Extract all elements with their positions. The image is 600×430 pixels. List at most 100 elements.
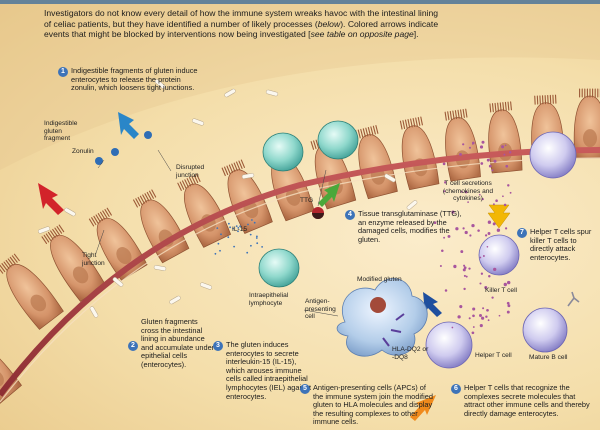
il15-dot [214, 252, 217, 255]
gluten-fragment [406, 200, 418, 210]
label-tight-junction: Tight junction [82, 252, 105, 267]
secretion-dot [463, 287, 466, 291]
secretion-dot [482, 255, 485, 257]
ttg-enzyme [312, 207, 324, 219]
label-antigen-presenting-cell: Antigen-presenting cell [305, 298, 336, 321]
label-ttg: TTG [300, 197, 314, 204]
secretion-dot [486, 308, 489, 312]
secretion-dot [472, 314, 475, 318]
intro-text-2: ). Colored arrows indicate events that m… [44, 18, 439, 40]
secretion-dot [487, 319, 490, 322]
il15-dot [237, 227, 240, 229]
secretion-dot [503, 203, 507, 207]
secretion-dot [507, 280, 511, 285]
secretion-dot [441, 249, 444, 253]
il15-dot [228, 222, 230, 225]
secretion-dot [481, 316, 485, 320]
secretion-dot [498, 314, 501, 317]
secretion-dot [479, 145, 484, 149]
gluten-fragment [153, 265, 167, 271]
secretion-dot [506, 310, 510, 314]
secretion-dot [477, 229, 480, 232]
secretion-dot [460, 190, 463, 193]
gluten-fragment [64, 207, 76, 217]
secretion-dot [472, 307, 476, 311]
secretion-dot [447, 234, 451, 238]
helper-t-cell [425, 321, 473, 369]
step-6-number: 6 [451, 384, 461, 394]
secretion-dot [468, 146, 472, 149]
il15-dot [256, 242, 259, 245]
gluten-fragment [241, 173, 255, 179]
il15-dot [251, 219, 253, 221]
zonulin-molecules [95, 131, 152, 165]
secretion-dot [480, 272, 484, 275]
secretion-dot [465, 275, 468, 278]
antigen-presenting-cell [336, 278, 428, 357]
secretion-dot [492, 203, 495, 206]
secretion-dot [462, 227, 465, 230]
secretion-dot [453, 264, 457, 268]
secretion-dot [451, 326, 454, 329]
secretion-dot [479, 324, 483, 328]
il15-dot [235, 225, 238, 228]
secretion-dot [508, 151, 512, 154]
label-killer-t-cell: Killer T cell [485, 287, 518, 294]
secretion-dot [506, 301, 510, 305]
il15-dot [220, 233, 222, 236]
il15-dot [233, 245, 236, 248]
navy-arrow-icon [423, 292, 442, 317]
hla-molecules [382, 313, 405, 347]
il15-dot [237, 230, 239, 233]
step-4-text: Tissue transglutaminase (TTG), an enzyme… [358, 209, 462, 244]
header-bar [0, 0, 600, 4]
il15-dot [256, 235, 258, 238]
label-modified-gluten: Modified gluten [357, 276, 402, 283]
gluten-fragment [191, 118, 205, 126]
secretion-dot [459, 152, 462, 156]
enterocyte-cell [41, 224, 106, 302]
orange-arrow-icon [410, 395, 436, 421]
secretion-dot [451, 210, 455, 214]
il15-dot [219, 249, 221, 252]
label-mature-b-cell: Mature B cell [529, 354, 568, 361]
secretion-dot [463, 264, 466, 267]
secretion-dot [433, 221, 437, 225]
intro-text-1: Investigators do not know every detail o… [44, 8, 439, 29]
label-helper-t-cell: Helper T cell [475, 352, 512, 359]
step-1-number: 1 [58, 67, 68, 77]
secretion-dot [479, 256, 482, 259]
secretion-dot [503, 153, 506, 156]
secretion-dot [482, 307, 485, 310]
enterocyte-cell [444, 108, 481, 182]
step-5-number: 5 [300, 384, 310, 394]
il15-dot [227, 236, 230, 239]
iel-cell-upper-1 [262, 132, 304, 172]
helper-t-cell-upper [529, 131, 577, 179]
t-cell-secretions [214, 140, 512, 335]
gluten-fragment [112, 277, 124, 287]
secretion-dot [495, 199, 498, 202]
gluten-fragment [37, 226, 51, 234]
antibody-icon [567, 291, 580, 307]
modified-gluten-blob [370, 297, 386, 313]
secretion-dot [443, 190, 446, 193]
intro-paragraph: Investigators do not know every detail o… [44, 8, 444, 40]
gluten-fragment [265, 89, 279, 97]
secretion-dot [493, 159, 497, 163]
step-3-text: The gluten induces enterocytes to secret… [226, 340, 312, 401]
step-2-text: Gluten fragments cross the intestinal li… [141, 317, 215, 369]
secretion-dot [471, 331, 475, 335]
secretion-dot [464, 190, 468, 194]
il15-dot [249, 233, 252, 236]
secretion-dot [479, 314, 482, 317]
secretion-dot [504, 227, 508, 230]
step-7-text: Helper T cells spur killer T cells to di… [530, 227, 592, 262]
secretion-dot [463, 266, 467, 270]
step-5-text: Antigen-presenting cells (APCs) of the i… [313, 383, 433, 427]
secretion-dot [480, 162, 484, 165]
label-disrupted-junction: Disrupted junction [176, 164, 205, 179]
secretion-dot [505, 164, 509, 168]
step-1-text: Indigestible fragments of gluten induce … [71, 66, 198, 93]
